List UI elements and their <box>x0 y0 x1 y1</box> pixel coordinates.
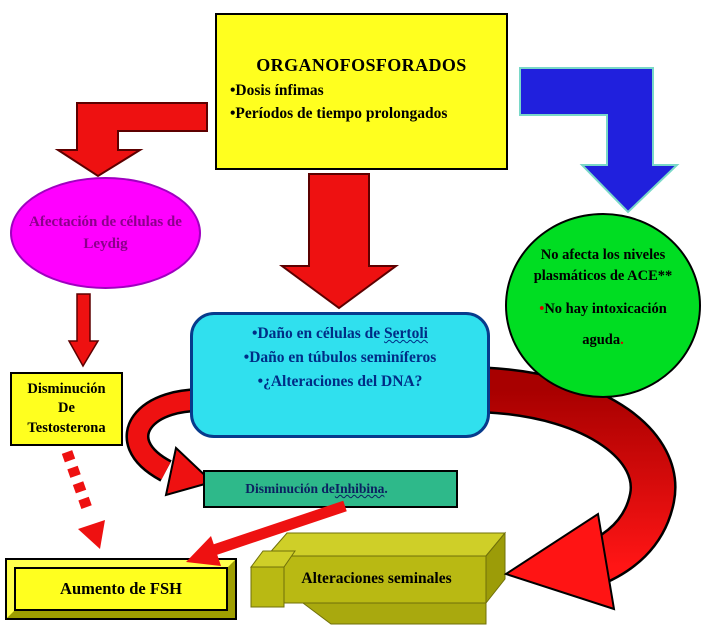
arrow-box-to-sertoli <box>278 173 400 310</box>
ace-line-4: aguda. <box>582 332 624 348</box>
sertoli-box: •Daño en células de Sertoli •Daño en túb… <box>190 312 490 438</box>
inhibina-box: Disminución de Inhibina. <box>203 470 458 508</box>
arrow-leydig-to-testosterona <box>67 293 100 368</box>
red-bullet: • <box>539 301 545 317</box>
organofosforados-bullet-2: •Períodos de tiempo prolongados <box>230 105 448 122</box>
seminales-label: Alteraciones seminales <box>301 570 452 587</box>
fsh-box-label: Aumento de FSH <box>14 567 228 611</box>
sertoli-item-2: •Daño en túbulos seminíferos <box>243 349 437 366</box>
ace-green-circle: No afecta los niveles plasmáticos de ACE… <box>505 213 701 398</box>
arrow-inhibina-to-fsh <box>186 500 347 566</box>
organofosforados-title: ORGANOFOSFORADOS <box>256 55 467 75</box>
seminales-bottom-slab <box>301 602 487 625</box>
arrow-sertoli-to-seminales <box>484 366 677 611</box>
organofosforados-box: ORGANOFOSFORADOS •Dosis ínfimas •Período… <box>215 13 508 170</box>
seminales-left-step-front <box>250 566 285 608</box>
red-period: . <box>620 332 624 348</box>
fsh-box: Aumento de FSH <box>5 558 237 620</box>
fsh-box-bevel <box>7 560 235 618</box>
ace-line-3: •No hay intoxicación <box>539 301 667 317</box>
sertoli-item-3: •¿Alteraciones del DNA? <box>257 373 423 390</box>
testosterona-line-1: Disminución <box>27 380 106 397</box>
testosterona-line-2: De <box>58 400 75 417</box>
leydig-line-1: Afectación de células de <box>29 214 182 230</box>
testosterona-line-3: Testosterona <box>27 419 106 436</box>
arrow-box-to-leydig <box>54 102 208 178</box>
leydig-line-2: Leydig <box>83 236 128 252</box>
inhibina-word: Inhibina <box>334 481 385 496</box>
ace-line-2: plasmáticos de ACE** <box>533 268 673 284</box>
arrow-testosterona-to-inhibina <box>125 388 214 497</box>
seminales-3d-box <box>250 531 507 625</box>
organofosforados-bullet-1: •Dosis ínfimas <box>230 82 324 99</box>
arrow-dashed-testosterona-to-fsh <box>61 450 105 549</box>
testosterona-box: Disminución De Testosterona <box>10 372 123 446</box>
arrow-box-to-circle <box>519 67 680 214</box>
sertoli-word: Sertoli <box>384 325 428 342</box>
sertoli-item-1: •Daño en células de Sertoli <box>252 325 428 342</box>
ace-line-1: No afecta los niveles <box>540 247 666 263</box>
leydig-ellipse: Afectación de células de Leydig <box>10 177 201 289</box>
